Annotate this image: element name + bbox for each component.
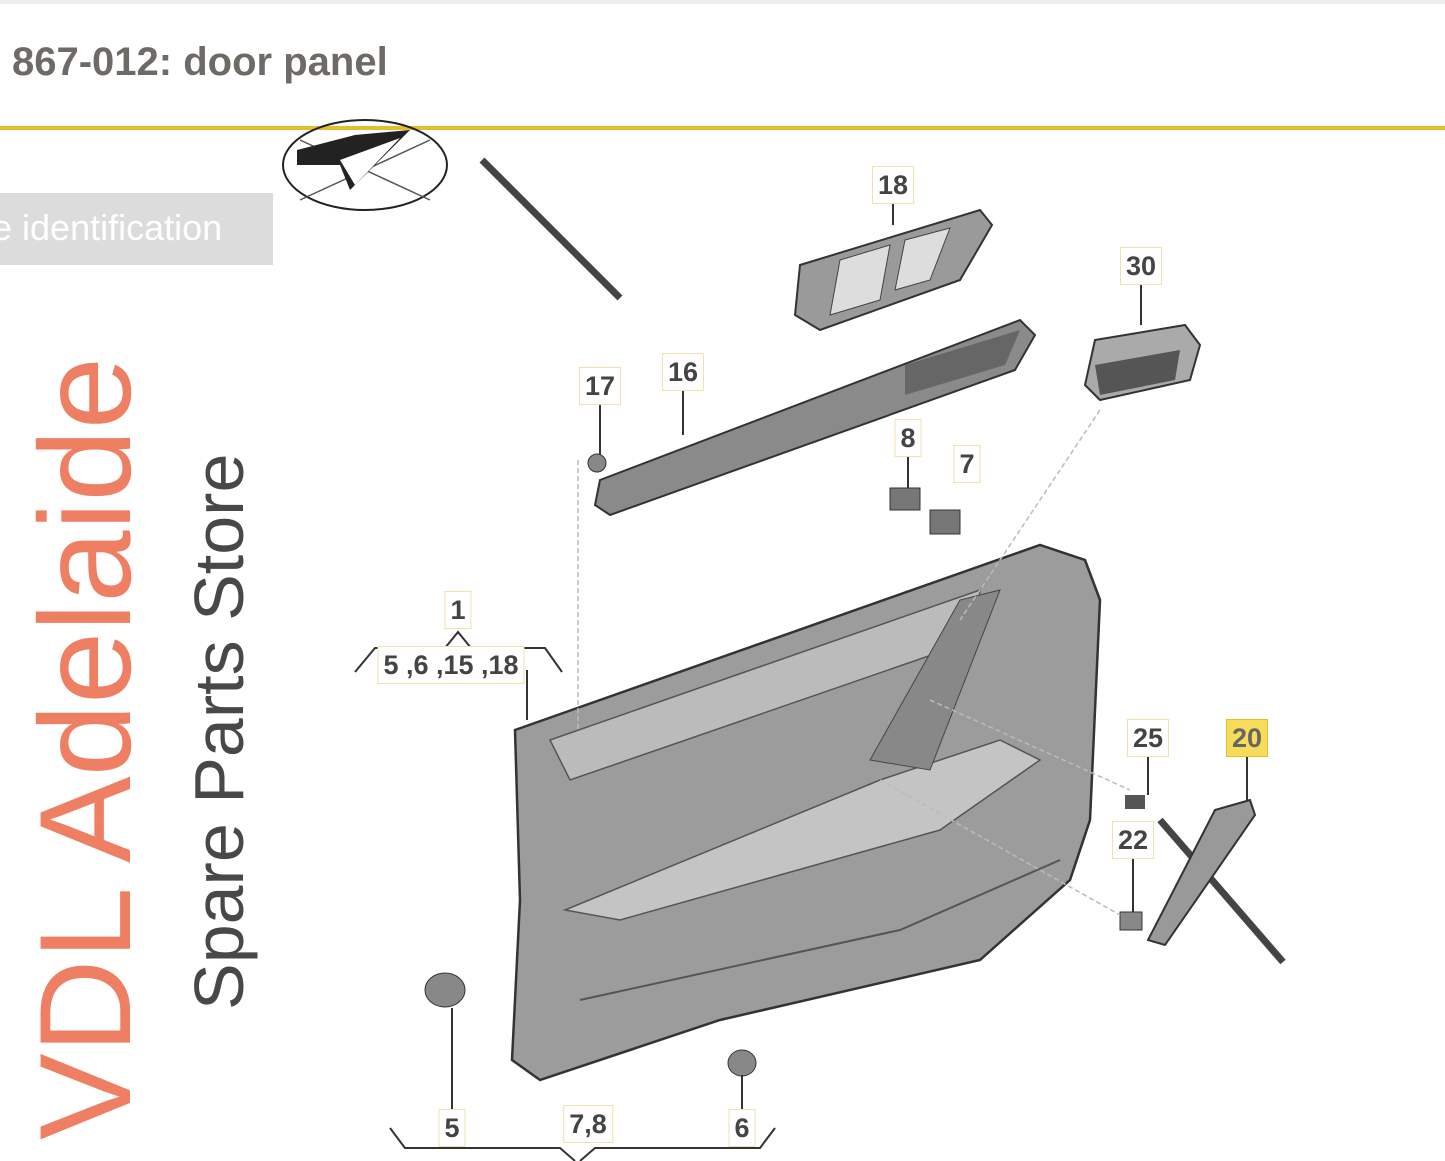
part-8-clip [889,487,921,511]
callout-7-8[interactable]: 7,8 [563,1105,613,1143]
callout-17[interactable]: 17 [578,367,622,405]
part-25-screw [1125,795,1145,809]
callout-25[interactable]: 25 [1126,719,1170,757]
vehicle-identification-button[interactable]: e identification [0,193,273,265]
callout-30[interactable]: 30 [1119,247,1163,285]
callout-1[interactable]: 1 [444,591,472,629]
callout-1-subparts[interactable]: 5 ,6 ,15 ,18 [377,646,525,684]
watermark-brand: VDL Adelaide [12,357,158,1140]
callout-8[interactable]: 8 [894,419,922,457]
callout-22[interactable]: 22 [1111,821,1155,859]
callout-7[interactable]: 7 [953,445,981,483]
callout-20[interactable]: 20 [1225,719,1269,757]
part-20-trim [1146,798,1257,947]
page-title: 867-012: door panel [12,40,388,84]
header-divider [0,126,1445,130]
watermark-subtitle: Spare Parts Store [180,453,258,1010]
part-22-clip [1119,911,1143,931]
part-17-clip [587,453,607,473]
callout-6[interactable]: 6 [728,1109,756,1147]
top-border [0,0,1445,4]
part-6-clip [727,1049,757,1077]
watermark-slash [1157,817,1286,965]
part-18-trim [793,208,994,332]
part-5-grommet [424,972,466,1008]
orientation-icon [282,119,448,211]
callout-16[interactable]: 16 [661,353,705,391]
part-7-clip [929,509,961,535]
callout-18[interactable]: 18 [871,166,915,204]
watermark-slash [479,157,623,301]
callout-5[interactable]: 5 [438,1109,466,1147]
